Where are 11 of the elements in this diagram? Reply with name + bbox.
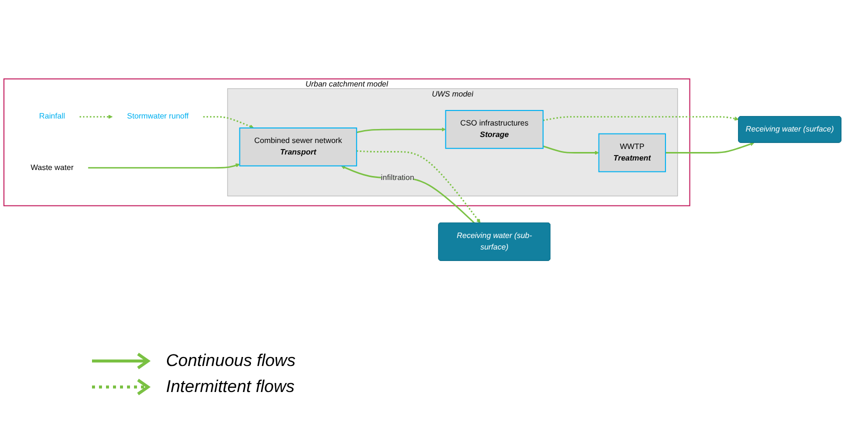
arrow <box>542 116 739 122</box>
legend-text: Intermittent flows <box>166 377 294 397</box>
arrow <box>356 150 480 224</box>
arrow <box>340 166 475 224</box>
legend-text: Continuous flows <box>166 351 296 371</box>
arrow <box>80 114 113 120</box>
arrow <box>356 128 446 134</box>
arrow <box>542 146 600 156</box>
arrow <box>203 116 254 129</box>
arrow <box>665 142 754 154</box>
arrow <box>88 164 240 169</box>
